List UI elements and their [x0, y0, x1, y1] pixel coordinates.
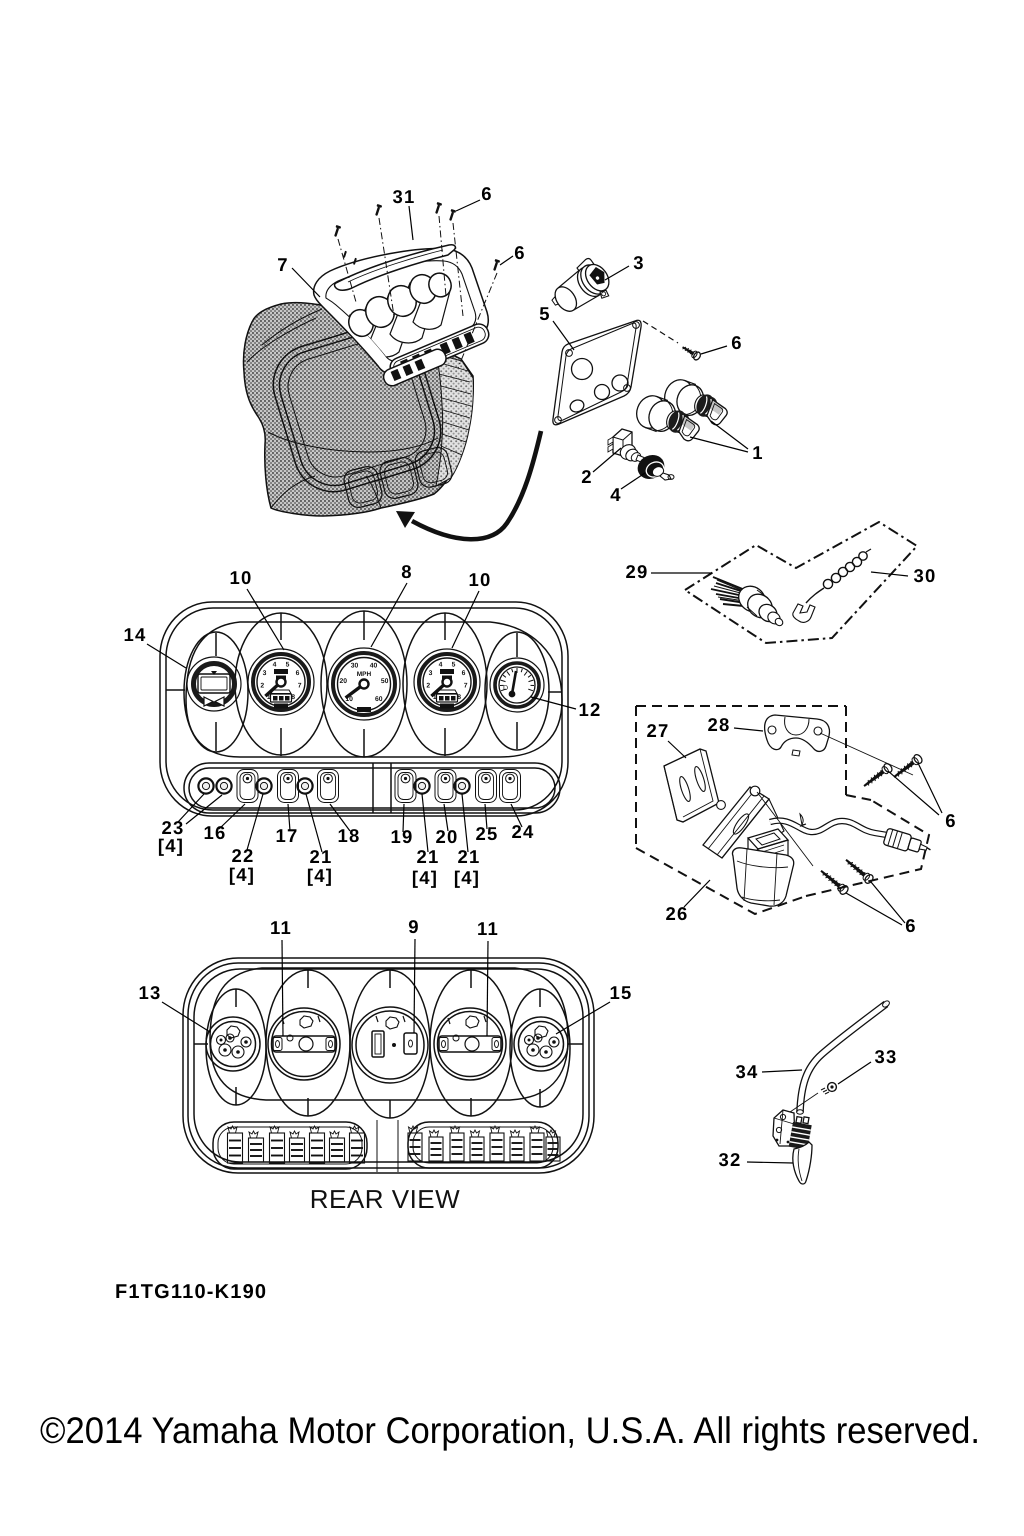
svg-text:28: 28	[708, 714, 731, 735]
svg-text:30: 30	[914, 565, 937, 586]
svg-text:4: 4	[610, 484, 622, 505]
svg-text:6: 6	[514, 242, 526, 263]
svg-text:1: 1	[752, 442, 764, 463]
svg-text:2: 2	[426, 683, 430, 690]
svg-text:6: 6	[945, 810, 957, 831]
svg-text:D: D	[503, 685, 508, 692]
svg-text:11: 11	[477, 918, 499, 939]
svg-text:5: 5	[452, 662, 456, 669]
svg-text:25: 25	[476, 823, 499, 844]
svg-text:6: 6	[296, 670, 300, 677]
svg-text:14: 14	[124, 624, 147, 645]
svg-text:3: 3	[263, 670, 267, 677]
svg-text:10: 10	[345, 696, 353, 703]
svg-text:20: 20	[340, 678, 348, 685]
svg-text:MPH: MPH	[357, 671, 372, 678]
svg-text:19: 19	[391, 826, 414, 847]
svg-text:27: 27	[647, 720, 670, 741]
svg-text:33: 33	[875, 1046, 898, 1067]
svg-text:12: 12	[579, 699, 602, 720]
svg-text:13: 13	[139, 982, 162, 1003]
svg-text:3: 3	[429, 670, 433, 677]
svg-text:32: 32	[719, 1149, 742, 1170]
svg-text:24: 24	[512, 821, 535, 842]
svg-text:40: 40	[370, 663, 378, 670]
svg-text:2: 2	[581, 466, 593, 487]
svg-text:18: 18	[338, 825, 361, 846]
svg-text:11: 11	[270, 917, 292, 938]
svg-text:10: 10	[469, 569, 492, 590]
svg-text:10: 10	[230, 567, 253, 588]
svg-text:17: 17	[276, 825, 299, 846]
svg-text:23: 23	[162, 817, 185, 838]
svg-text:21: 21	[417, 846, 440, 867]
svg-text:31: 31	[393, 186, 416, 207]
svg-text:15: 15	[610, 982, 633, 1003]
svg-text:26: 26	[666, 903, 689, 924]
svg-text:6: 6	[905, 915, 917, 936]
svg-text:30: 30	[351, 663, 359, 670]
svg-text:REAR VIEW: REAR VIEW	[310, 1184, 460, 1214]
svg-text:8: 8	[457, 694, 461, 701]
svg-text:16: 16	[204, 822, 227, 843]
svg-text:21: 21	[310, 846, 333, 867]
svg-text:7: 7	[277, 254, 289, 275]
svg-text:8: 8	[291, 694, 295, 701]
svg-text:[4]: [4]	[158, 835, 184, 856]
svg-text:3: 3	[633, 252, 645, 273]
svg-text:[4]: [4]	[412, 867, 438, 888]
svg-text:8: 8	[401, 561, 413, 582]
svg-text:[4]: [4]	[454, 867, 480, 888]
svg-text:34: 34	[736, 1061, 759, 1082]
svg-text:[4]: [4]	[307, 865, 333, 886]
svg-text:1: 1	[433, 694, 437, 701]
svg-text:6: 6	[462, 670, 466, 677]
svg-text:7: 7	[464, 683, 468, 690]
svg-text:9: 9	[408, 916, 420, 937]
svg-text:5: 5	[286, 662, 290, 669]
svg-text:60: 60	[375, 696, 383, 703]
svg-text:7: 7	[298, 683, 302, 690]
svg-text:22: 22	[232, 845, 255, 866]
svg-text:5: 5	[539, 303, 551, 324]
svg-text:50: 50	[381, 678, 389, 685]
svg-text:4: 4	[273, 662, 277, 669]
svg-text:F1TG110-K190: F1TG110-K190	[115, 1281, 267, 1303]
svg-text:4: 4	[439, 662, 443, 669]
svg-text:6: 6	[731, 332, 743, 353]
svg-text:6: 6	[481, 183, 493, 204]
svg-text:20: 20	[436, 826, 459, 847]
svg-text:©2014 Yamaha Motor Corporation: ©2014 Yamaha Motor Corporation, U.S.A. A…	[40, 1410, 980, 1451]
svg-text:1: 1	[267, 694, 271, 701]
svg-text:2: 2	[260, 683, 264, 690]
svg-text:[4]: [4]	[229, 864, 255, 885]
svg-text:21: 21	[458, 846, 481, 867]
svg-text:29: 29	[626, 561, 649, 582]
